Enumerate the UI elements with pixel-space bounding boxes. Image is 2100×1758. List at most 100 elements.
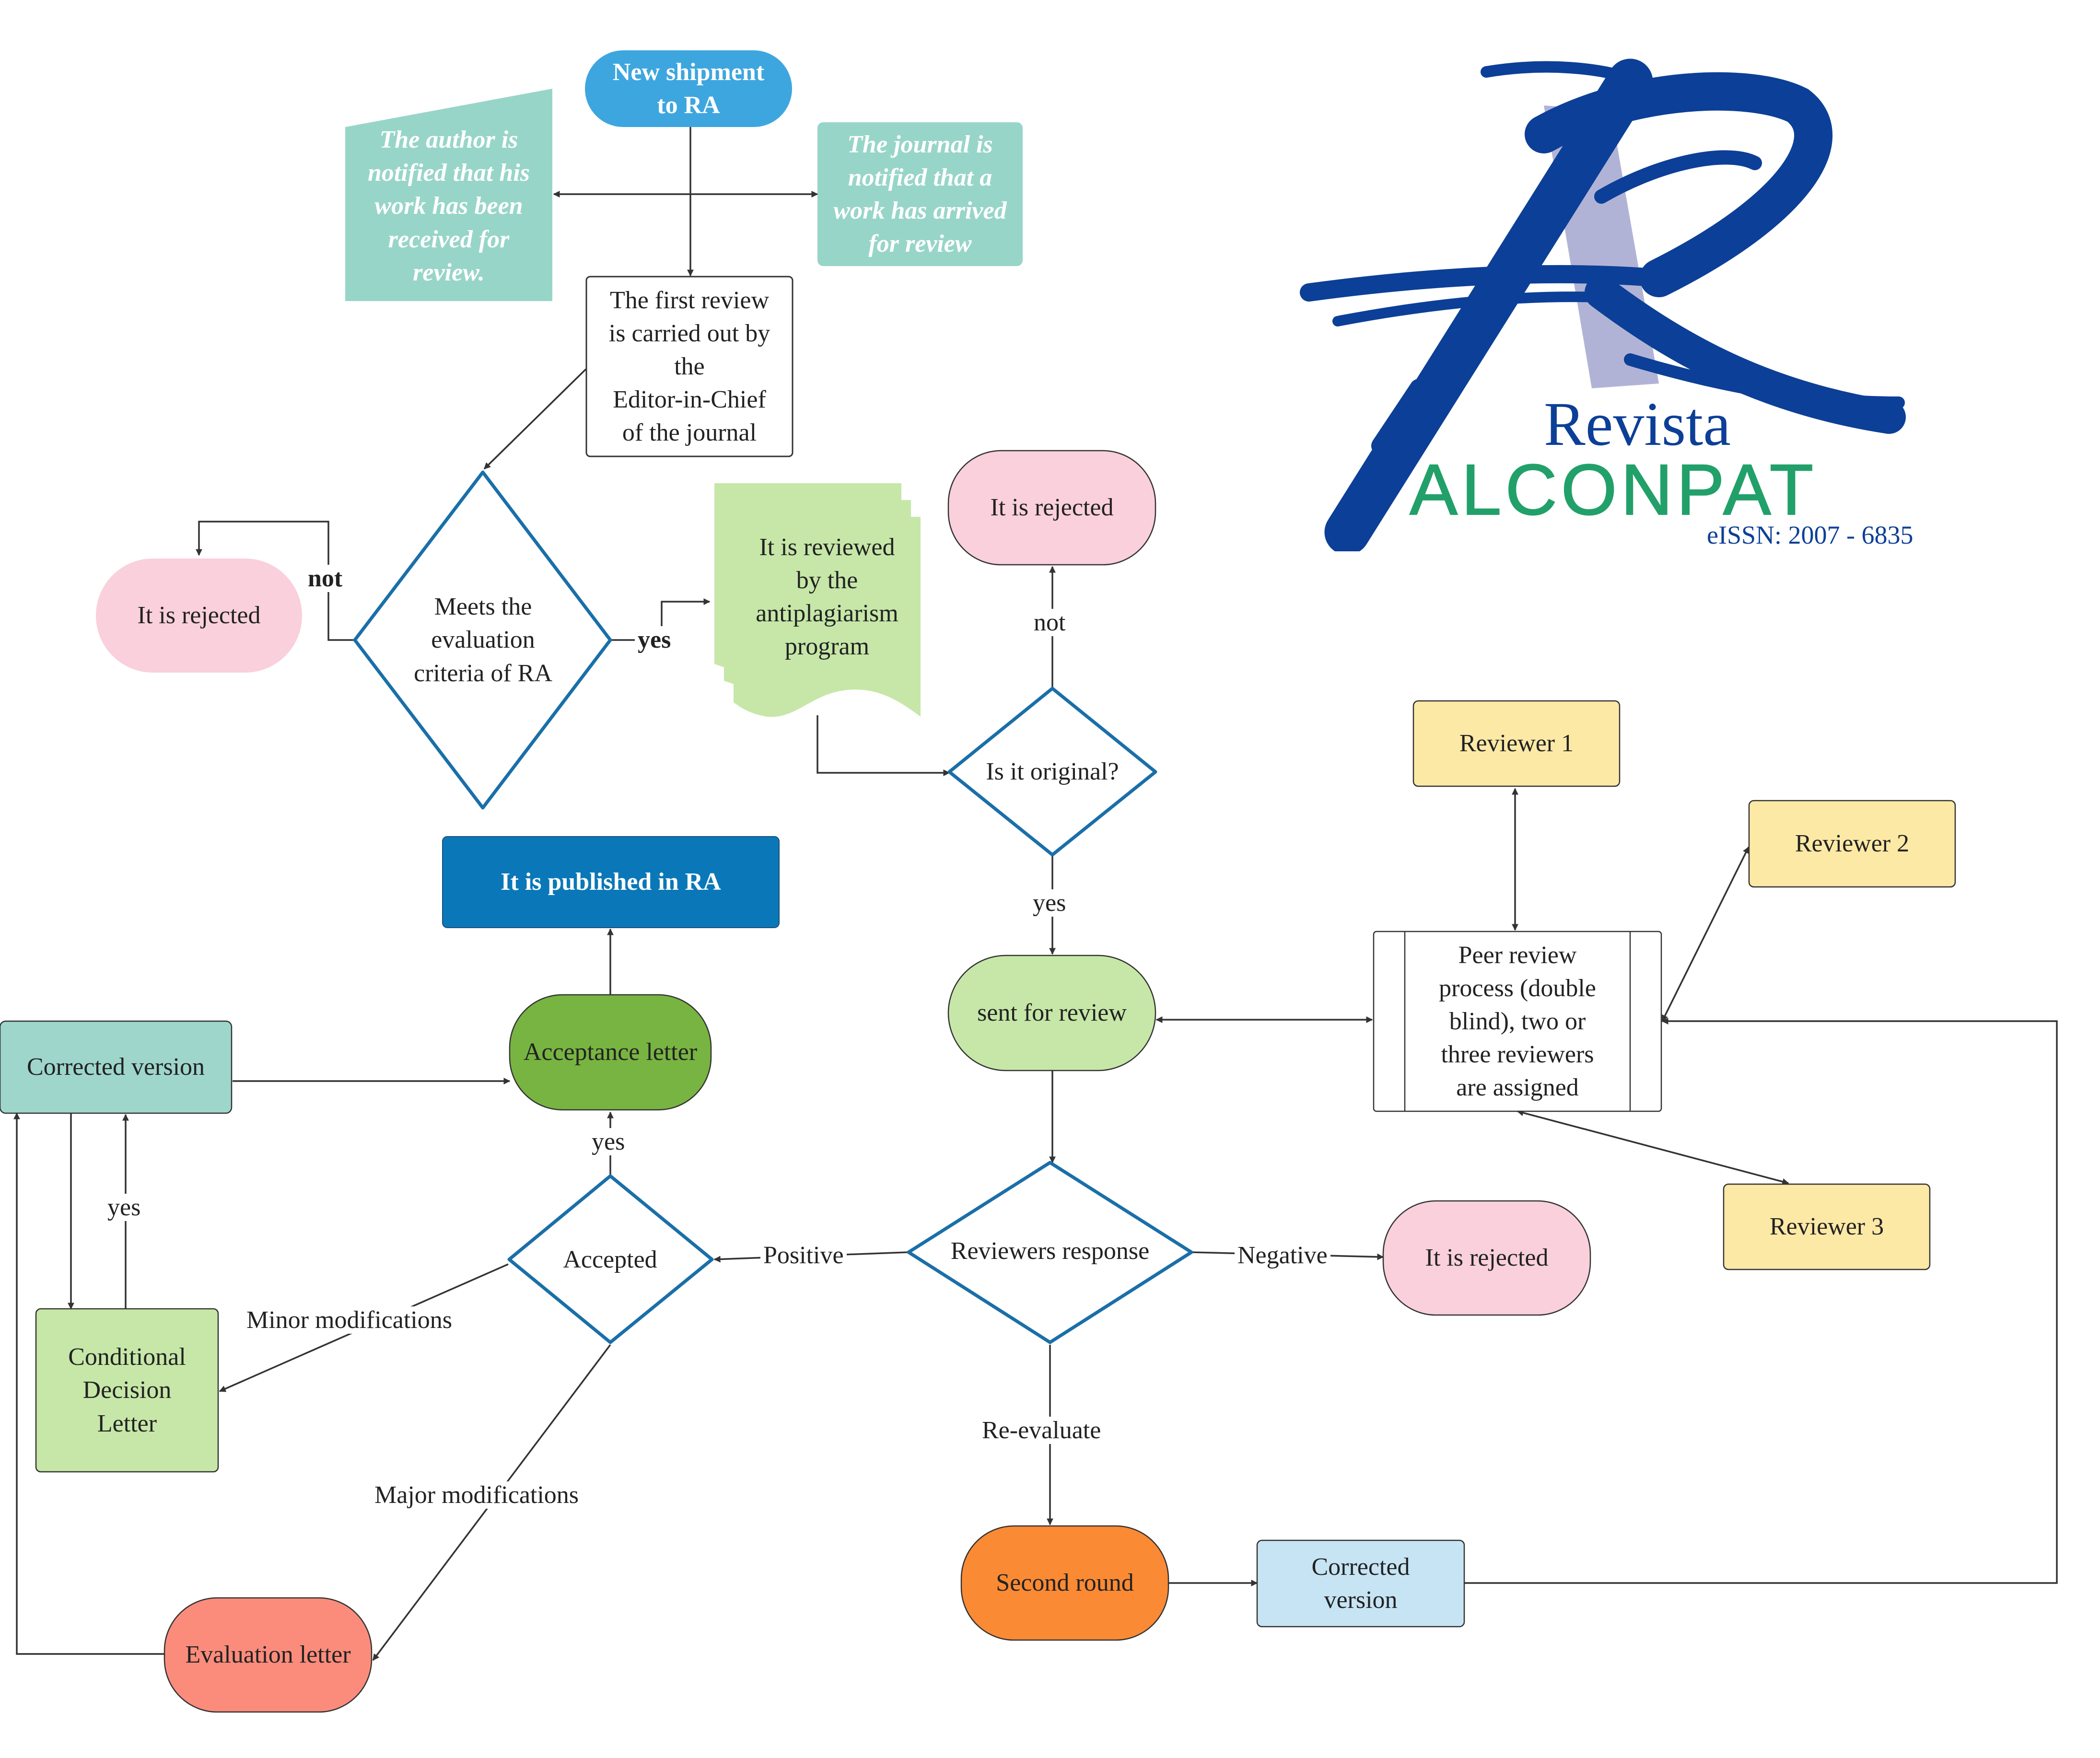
- text-line: version: [1324, 1586, 1398, 1614]
- text-line: notified that his: [367, 159, 530, 187]
- corrected-version-1-label: Corrected version: [0, 1021, 232, 1113]
- text-line: It is rejected: [990, 494, 1114, 522]
- published-label: It is published in RA: [443, 837, 779, 928]
- antiplagiarism-documents: [714, 483, 921, 717]
- edge-label-yes-1: yes: [635, 626, 674, 654]
- text-line: program: [784, 633, 870, 661]
- second-round-label: Second round: [961, 1526, 1168, 1640]
- text-line: Reviewer 3: [1769, 1213, 1884, 1241]
- conditional-letter-box: [35, 1308, 219, 1473]
- text-line: It is reviewed: [759, 533, 895, 561]
- text-line: Accepted: [563, 1246, 657, 1273]
- is-original-label: Is it original?: [954, 729, 1151, 815]
- text-line: blind), two or: [1449, 1007, 1586, 1035]
- corrected-version-1-box: [0, 1020, 233, 1114]
- text-line: Acceptance letter: [523, 1038, 698, 1066]
- edge-label-not-1: not: [305, 565, 346, 593]
- text-line: three reviewers: [1441, 1041, 1594, 1069]
- text-line: Peer review: [1458, 941, 1577, 969]
- reviewers-response-diamond: [907, 1161, 1193, 1344]
- text-line: process (double: [1439, 974, 1596, 1002]
- text-line: Reviewer 1: [1459, 730, 1574, 757]
- logo-alconpat-text: ALCONPAT: [1409, 449, 1818, 530]
- text-line: Decision: [82, 1376, 172, 1404]
- text-line: are assigned: [1456, 1074, 1579, 1102]
- accepted-diamond: [507, 1174, 714, 1344]
- rejected-2-pill: [947, 450, 1156, 566]
- first-review-box: [585, 276, 793, 457]
- text-line: Corrected version: [26, 1053, 205, 1081]
- corrected-version-2-box: [1256, 1539, 1465, 1628]
- edge-peer-reviewer2: [1661, 846, 1750, 1022]
- edge-peer-reviewer3: [1517, 1109, 1789, 1185]
- text-line: sent for review: [977, 999, 1127, 1027]
- text-line: Meets the: [434, 593, 532, 621]
- sent-for-review-pill: [947, 955, 1156, 1071]
- peer-review-label: Peer review process (double blind), two or…: [1405, 931, 1630, 1111]
- journal-notified-label: The journal is notified that a work has ar…: [817, 122, 1023, 266]
- edge-corrected2-to-peer: [1465, 1018, 2058, 1584]
- text-line: the: [674, 352, 705, 380]
- edge-label-minor: Minor modifications: [244, 1306, 455, 1334]
- text-line: Editor-in-Chief: [613, 386, 766, 414]
- text-line: Reviewers response: [950, 1237, 1150, 1265]
- reviewer-3-box: [1723, 1183, 1931, 1270]
- acceptance-letter-pill: [509, 994, 712, 1111]
- text-line: received for: [388, 225, 510, 253]
- edge-label-yes-2: yes: [1030, 889, 1069, 917]
- text-line: The first review: [609, 286, 770, 314]
- text-line: review.: [413, 258, 485, 286]
- text-line: Conditional: [68, 1343, 186, 1371]
- text-line: evaluation: [431, 626, 535, 654]
- text-line: The journal is: [847, 130, 993, 158]
- text-line: Evaluation letter: [185, 1641, 351, 1669]
- meets-criteria-diamond: [353, 470, 612, 810]
- acceptance-letter-label: Acceptance letter: [503, 995, 717, 1110]
- author-notified-note: [345, 89, 552, 301]
- reviewer-1-box: [1412, 700, 1621, 787]
- text-line: Reviewer 2: [1795, 830, 1910, 858]
- sent-for-review-label: sent for review: [948, 955, 1155, 1071]
- reviewer-1-label: Reviewer 1: [1413, 701, 1620, 786]
- edge-label-not-2: not: [1031, 609, 1069, 637]
- logo-revista-text: Revista: [1544, 390, 1731, 459]
- reviewer-3-label: Reviewer 3: [1724, 1184, 1930, 1269]
- text-line: work has arrived: [833, 197, 1007, 224]
- text-line: Is it original?: [986, 758, 1119, 786]
- edge-label-negative: Negative: [1235, 1242, 1330, 1269]
- text-line: Second round: [996, 1569, 1134, 1597]
- edge-label-yes-4: yes: [105, 1194, 144, 1222]
- text-line: It is rejected: [1425, 1244, 1549, 1272]
- peer-review-process-box: [1373, 931, 1662, 1112]
- text-line: notified that a: [848, 163, 992, 191]
- text-line: It is rejected: [137, 602, 261, 629]
- reviewer-2-box: [1748, 800, 1956, 888]
- logo-r-mark: [1300, 58, 1906, 555]
- text-line: antiplagiarism: [756, 600, 898, 627]
- text-line: for review: [868, 230, 972, 258]
- text-line: Letter: [97, 1409, 157, 1437]
- rejected-3-label: It is rejected: [1383, 1201, 1590, 1315]
- new-shipment-pill: [585, 50, 792, 127]
- logo-issn-text: eISSN: 2007 - 6835: [1707, 521, 1913, 549]
- rejected-1-pill: [96, 559, 302, 673]
- text-line: is carried out by: [608, 319, 770, 347]
- published-box: [442, 836, 780, 928]
- edge-label-major: Major modifications: [372, 1481, 582, 1509]
- journal-notified-box: [817, 122, 1023, 266]
- accepted-label: Accepted: [527, 1218, 693, 1302]
- edge-meets-to-rejected-1: [196, 521, 355, 641]
- is-original-diamond: [947, 687, 1157, 857]
- second-round-pill: [960, 1525, 1169, 1641]
- text-line: of the journal: [622, 419, 757, 447]
- rejected-1-label: It is rejected: [96, 559, 302, 673]
- edge-evaluation-to-corrected1: [13, 1112, 165, 1655]
- rejected-3-pill: [1382, 1200, 1591, 1316]
